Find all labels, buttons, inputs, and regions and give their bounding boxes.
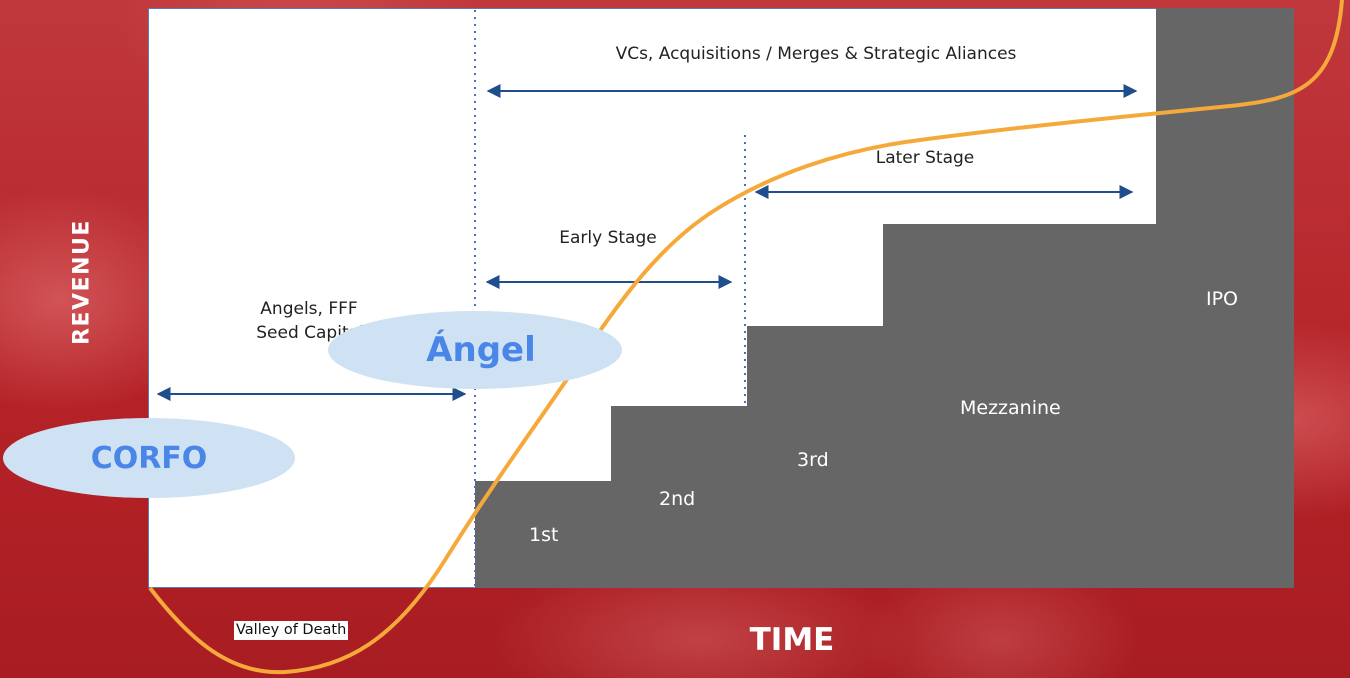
angels-label-line1: Angels, FFF	[260, 299, 358, 319]
x-axis-label: TIME	[749, 622, 835, 658]
corfo-bubble: CORFO	[3, 418, 295, 498]
revenue-curve	[148, 0, 1344, 675]
stage-third-label: 3rd	[797, 449, 829, 471]
valley-of-death-label: Valley of Death	[234, 621, 349, 640]
stage-mezzanine-label: Mezzanine	[960, 397, 1061, 419]
early-stage-label: Early Stage	[559, 228, 657, 248]
angel-bubble: Ángel	[328, 311, 622, 389]
corfo-bubble-text: CORFO	[90, 440, 208, 476]
angel-bubble-text: Ángel	[426, 330, 536, 370]
later-stage-label: Later Stage	[875, 148, 975, 168]
stage-steps	[475, 8, 1294, 588]
stage-first-label: 1st	[529, 524, 559, 546]
vcs-range-label: VCs, Acquisitions / Merges & Strategic A…	[615, 44, 1017, 64]
stage-second-label: 2nd	[659, 488, 696, 510]
y-axis-label: REVENUE	[69, 219, 95, 345]
stage-ipo-label: IPO	[1206, 288, 1239, 310]
